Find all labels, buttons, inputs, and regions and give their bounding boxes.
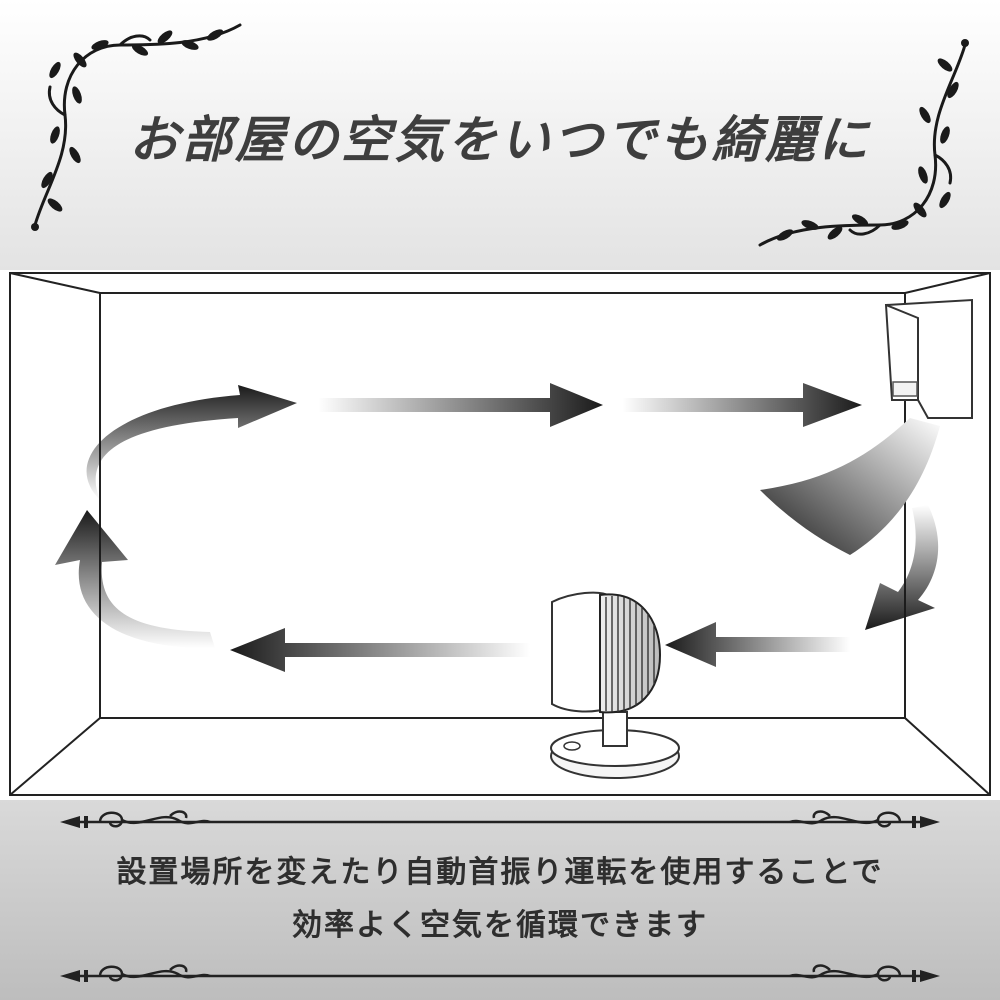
air-conditioner-icon [884,298,973,419]
flow-arrow-bottom-right [665,622,850,667]
vine-ornament-top-left [31,23,242,231]
flow-arrow-right [865,505,939,630]
flow-arrow-bottom-left [230,628,530,672]
flow-arrow-top-left [86,385,297,500]
description-line-2: 効率よく空気を循環できます [292,908,708,943]
flow-arrow-top-1 [318,383,603,427]
headline: お部屋の空気をいつでも綺麗に [129,111,871,169]
airflow-cone [760,418,940,555]
flow-arrow-left [55,510,215,649]
description-line-1: 設置場所を変えたり自動首振り運転を使用することで [116,855,884,890]
footer-band [0,800,1000,1000]
circulator-fan-icon [550,591,680,779]
flow-arrow-top-2 [622,383,862,427]
vine-ornament-top-right [758,39,969,247]
scroll-divider-bottom [60,964,940,982]
scroll-divider-top [60,810,940,828]
room-illustration [9,272,991,796]
